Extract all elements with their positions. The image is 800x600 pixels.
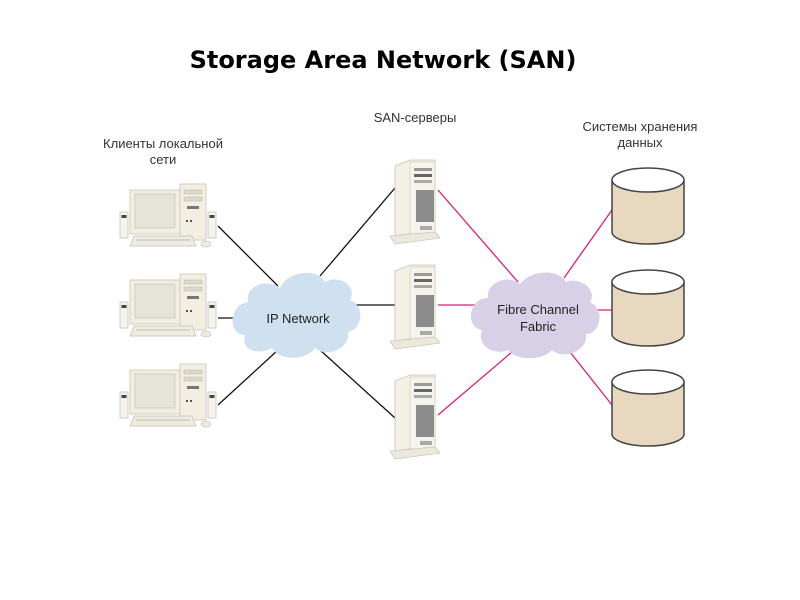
- san-server-3: [389, 374, 441, 460]
- ip-network-cloud: IP Network: [232, 272, 361, 358]
- link-ip-server3: [319, 349, 396, 419]
- storage-system-1: [611, 167, 685, 245]
- client-pc-2: [119, 273, 217, 338]
- clients-label-line2: сети: [149, 152, 177, 167]
- storage-system-3: [611, 369, 685, 447]
- fc-links: [437, 189, 613, 416]
- san-server-1: [389, 159, 441, 245]
- client-pc-1: [119, 183, 217, 248]
- storage-label: Системы хранения данных: [565, 119, 715, 151]
- link-fc-storage1: [563, 209, 613, 279]
- clients-label: Клиенты локальной сети: [88, 136, 238, 168]
- link-ip-server1: [319, 187, 396, 277]
- fc-fabric-label-line1: Fibre Channel: [497, 302, 579, 317]
- ip-network-label: IP Network: [266, 311, 330, 326]
- clients-label-line1: Клиенты локальной: [103, 136, 223, 151]
- servers-label: SAN-серверы: [373, 110, 457, 125]
- fc-fabric-cloud: Fibre Channel Fabric: [470, 272, 600, 359]
- link-server3-fc: [437, 351, 513, 416]
- link-client3-ip: [217, 349, 279, 406]
- page-title: Storage Area Network (SAN): [189, 46, 577, 74]
- link-client1-ip: [217, 225, 279, 287]
- fc-fabric-label-line2: Fabric: [520, 319, 557, 334]
- link-fc-storage3: [569, 351, 613, 406]
- link-server1-fc: [437, 189, 519, 283]
- ethernet-links: [217, 187, 396, 419]
- storage-label-line1: Системы хранения: [582, 119, 698, 134]
- storage-system-2: [611, 269, 685, 347]
- san-server-2: [389, 264, 441, 350]
- client-pc-3: [119, 363, 217, 428]
- storage-label-line2: данных: [617, 135, 663, 150]
